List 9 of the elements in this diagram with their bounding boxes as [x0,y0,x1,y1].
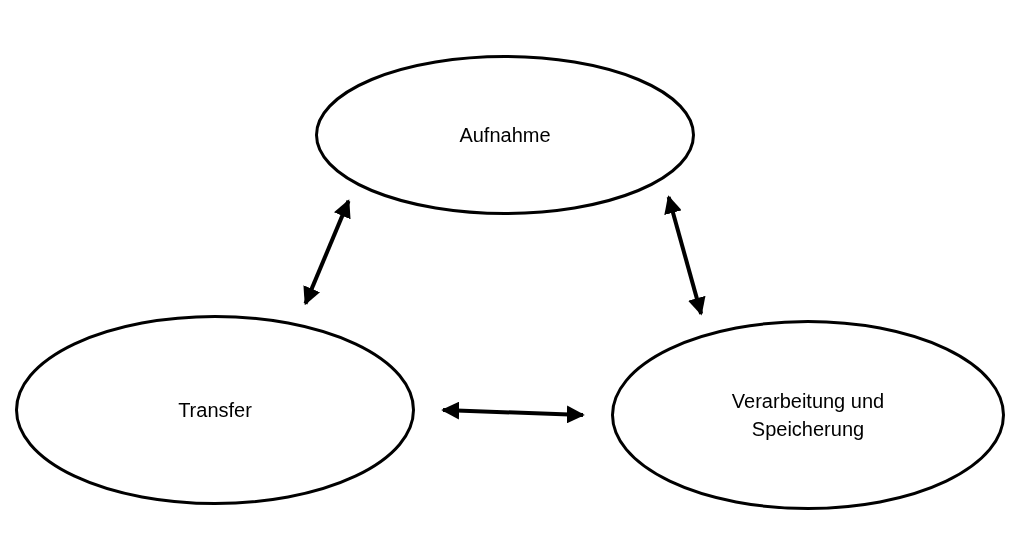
ellipse-node [611,320,1005,510]
double-headed-arrow [664,195,706,316]
node-label: Transfer [177,398,253,423]
double-headed-arrow [303,199,351,306]
node-label: Verarbeitung und Speicherung [730,389,886,442]
ellipse-node [315,55,695,215]
double-headed-arrow [441,401,585,424]
node-label: Aufnahme [458,123,552,148]
ellipse-node [15,315,415,505]
